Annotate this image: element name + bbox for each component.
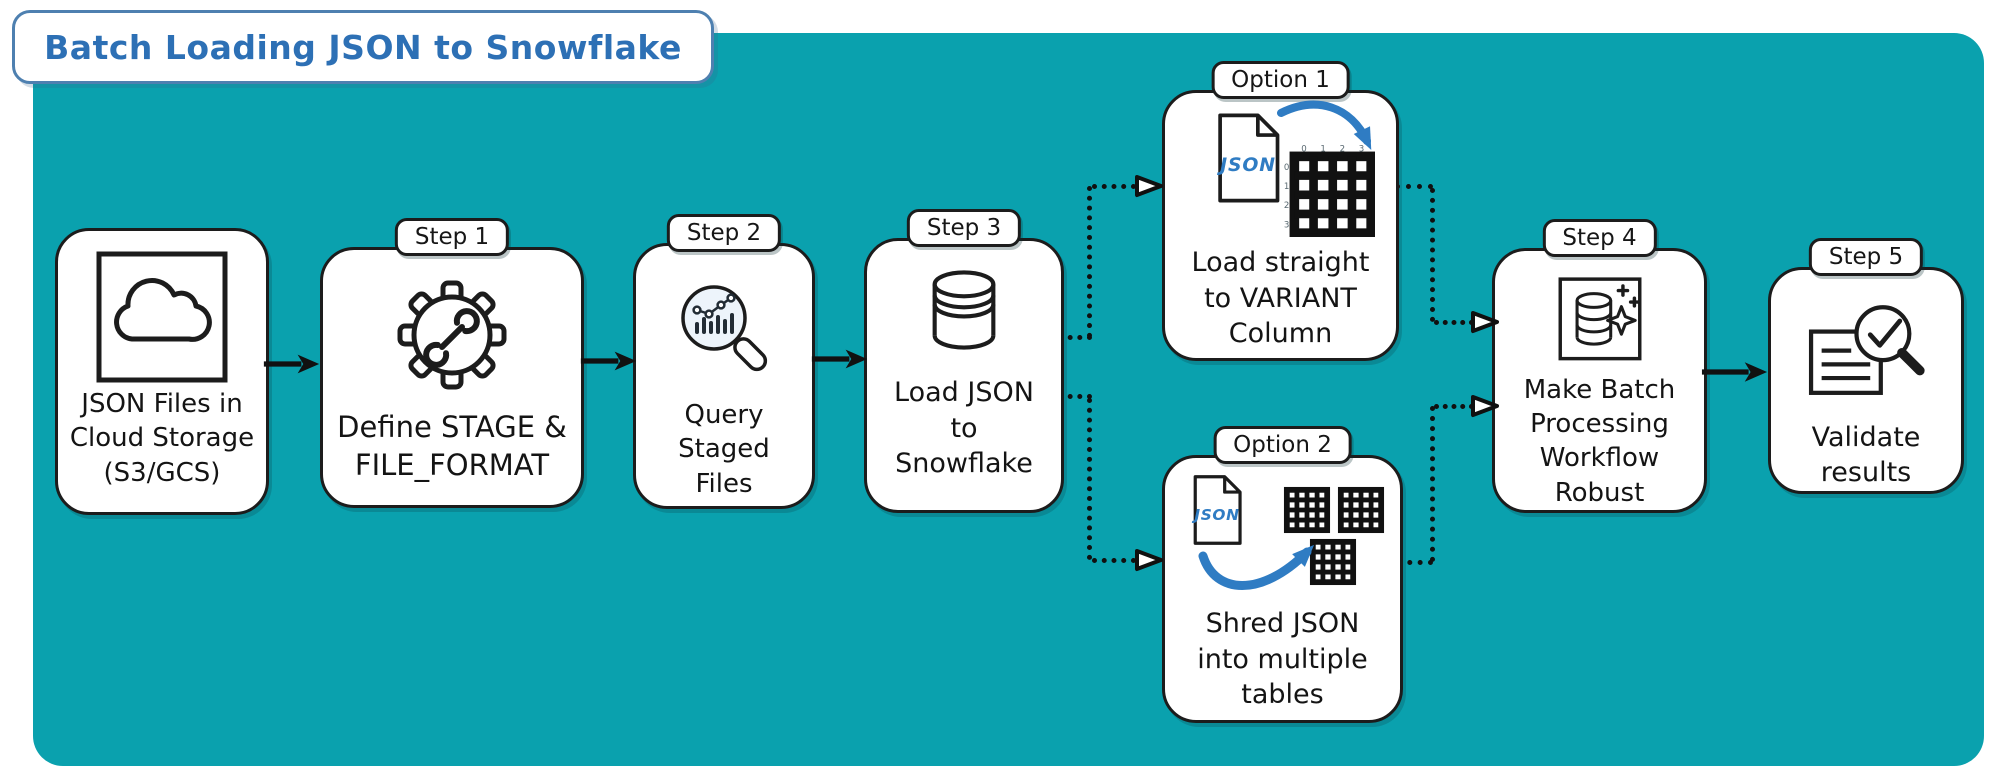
node-label: Shred JSON into multiple tables — [1197, 608, 1368, 711]
hollow-arrowhead-step4-lower — [1471, 395, 1499, 417]
flow-arrow-step2-step3 — [811, 349, 868, 369]
dotted-connector-step3-option2 — [1058, 394, 1092, 399]
diagram-title-box: Batch Loading JSON to Snowflake — [12, 10, 714, 84]
node-label: Load straight to VARIANT Column — [1191, 247, 1370, 350]
flow-arrow-step1-step2 — [580, 351, 637, 371]
node-define-stage: Step 1 Define STAGE & FILE_FORMAT — [320, 218, 584, 508]
node-load-json-snowflake: Step 3 Load JSON to Snowflake — [864, 209, 1064, 513]
node-validate-results: Step 5 Validate results — [1768, 238, 1964, 494]
dotted-connector-step3-option1 — [1058, 335, 1092, 340]
validate-magnifier-icon — [1808, 305, 1925, 395]
tab-option-2: Option 2 — [1213, 426, 1352, 464]
option1-icon-area: JSON 0 1 2 3 0 1 2 3 — [1165, 93, 1396, 245]
hollow-arrowhead-option2 — [1135, 549, 1163, 571]
svg-text:1: 1 — [1284, 182, 1290, 192]
dotted-connector-option1-step4 — [1430, 188, 1435, 322]
dotted-connector-step3-option2 — [1092, 558, 1136, 563]
svg-text:0: 0 — [1284, 163, 1290, 173]
tab-option-1: Option 1 — [1211, 61, 1350, 99]
table-grid-icon — [1337, 486, 1385, 534]
node-batch-workflow-robust: Step 4 Make Batch Processing Workflow Ro… — [1492, 219, 1707, 513]
dotted-connector-option1-step4 — [1395, 184, 1433, 189]
tab-step-1: Step 1 — [394, 218, 510, 256]
cloud-storage-icon — [96, 251, 228, 383]
svg-text:JSON: JSON — [1216, 154, 1276, 176]
svg-text:3: 3 — [1359, 145, 1365, 155]
hollow-arrowhead-step4-upper — [1471, 311, 1499, 333]
variant-table-icon: 0 1 2 3 0 1 2 3 — [1284, 145, 1375, 237]
dotted-connector-step3-option1 — [1092, 184, 1136, 189]
json-file-icon: JSON — [1191, 475, 1242, 545]
tab-step-2: Step 2 — [666, 214, 782, 252]
dotted-connector-step3-option1 — [1087, 186, 1092, 338]
diagram-title: Batch Loading JSON to Snowflake — [44, 27, 682, 67]
flow-arrow-step4-step5 — [1701, 362, 1768, 382]
database-sparkle-icon — [1558, 277, 1641, 361]
tab-step-5: Step 5 — [1808, 238, 1924, 276]
svg-text:2: 2 — [1340, 145, 1346, 155]
svg-text:1: 1 — [1320, 145, 1326, 155]
node-label: Query Staged Files — [678, 400, 770, 499]
flow-arrow-source-step1 — [263, 354, 320, 374]
option2-icon-area: JSON — [1165, 458, 1400, 606]
blue-curved-arrow-icon — [1277, 100, 1372, 151]
dotted-connector-option2-step4 — [1397, 560, 1433, 565]
node-query-staged-files: Step 2 Query Staged Files — [633, 214, 815, 509]
node-label: JSON Files in Cloud Storage (S3/GCS) — [69, 389, 255, 488]
node-label: Load JSON to Snowflake — [894, 377, 1034, 480]
tab-step-3: Step 3 — [906, 209, 1022, 247]
dotted-connector-step3-option2 — [1087, 398, 1092, 560]
node-label: Make Batch Processing Workflow Robust — [1523, 374, 1676, 508]
svg-text:0: 0 — [1301, 145, 1307, 155]
node-label: Validate results — [1811, 421, 1921, 489]
magnifier-chart-icon — [681, 285, 768, 372]
dotted-connector-option2-step4 — [1434, 404, 1474, 409]
dotted-connector-option2-step4 — [1430, 406, 1435, 562]
node-option-load-variant: Option 1 JSON 0 1 2 3 — [1162, 61, 1399, 361]
svg-text:JSON: JSON — [1191, 506, 1239, 524]
node-json-files-cloud-storage: JSON Files in Cloud Storage (S3/GCS) — [55, 228, 269, 515]
dotted-connector-option1-step4 — [1434, 320, 1474, 325]
database-icon — [932, 270, 996, 350]
hollow-arrowhead-option1 — [1135, 175, 1163, 197]
node-label: Define STAGE & FILE_FORMAT — [337, 410, 567, 483]
blue-curved-arrow-icon — [1198, 544, 1315, 590]
table-grid-icon — [1283, 486, 1331, 534]
svg-text:3: 3 — [1284, 220, 1290, 230]
tab-step-4: Step 4 — [1542, 219, 1657, 257]
svg-text:2: 2 — [1284, 201, 1290, 211]
node-option-shred-json: Option 2 JSON — [1162, 426, 1403, 723]
json-file-icon: JSON — [1216, 113, 1280, 203]
gear-wrench-icon — [397, 280, 507, 390]
